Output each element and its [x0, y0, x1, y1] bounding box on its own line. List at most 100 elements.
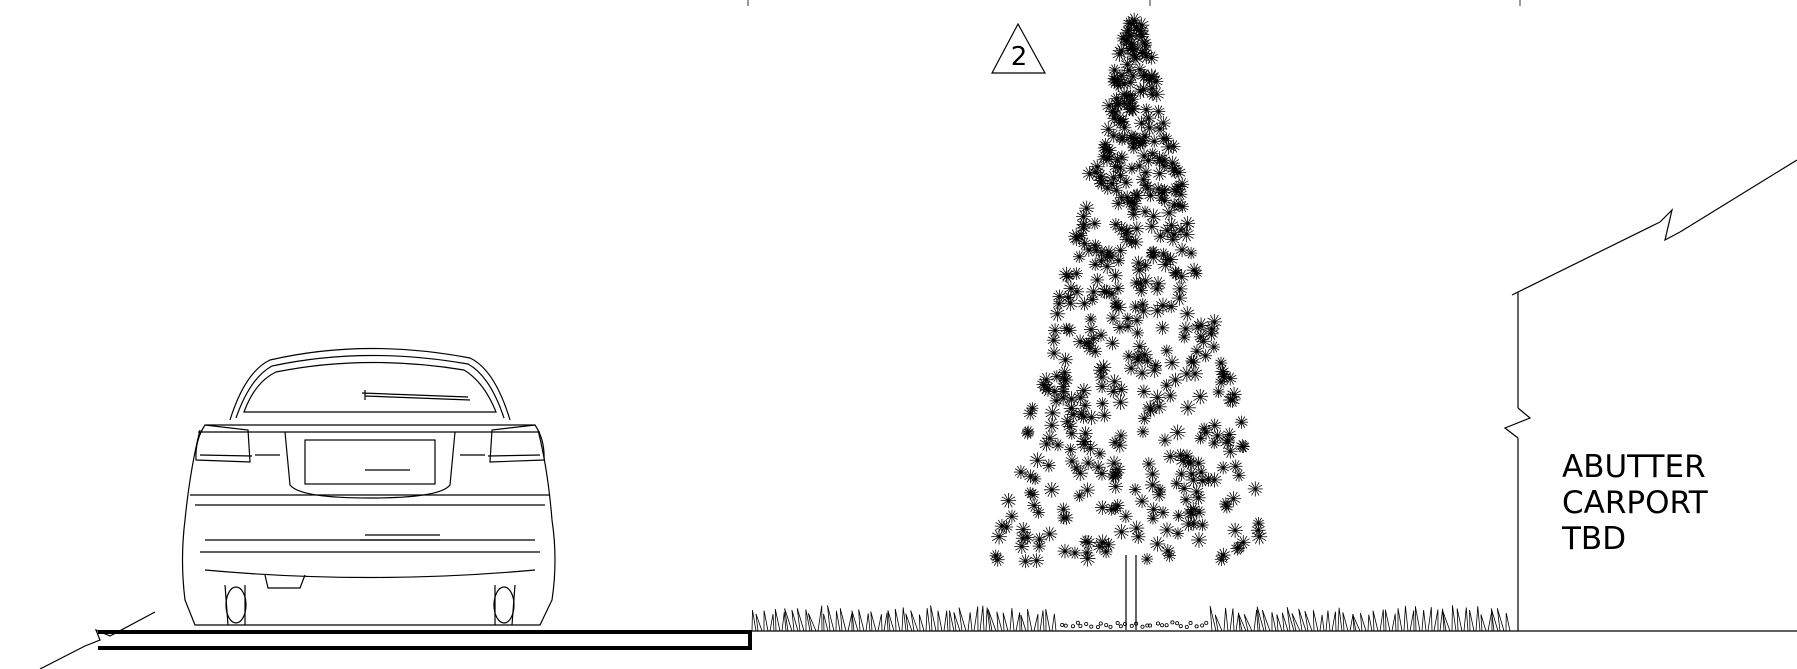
- foliage-star: [1136, 425, 1150, 439]
- foliage-star: [1094, 328, 1108, 342]
- foliage-star: [1156, 506, 1170, 519]
- foliage-star: [1163, 449, 1178, 464]
- foliage-star: [1215, 364, 1230, 379]
- foliage-star: [1155, 320, 1170, 335]
- grass-tuft: [1235, 612, 1241, 632]
- foliage-star: [1130, 314, 1144, 327]
- foliage-star: [1124, 129, 1140, 146]
- grass-tuft: [1276, 614, 1283, 632]
- grass-tuft: [1456, 608, 1463, 632]
- foliage-star: [1179, 493, 1193, 507]
- grass-tuft: [953, 612, 961, 632]
- foliage-star: [1032, 539, 1046, 553]
- grass-tuft: [1463, 607, 1469, 632]
- foliage-star: [1133, 63, 1147, 77]
- foliage-star: [1180, 399, 1196, 416]
- foliage-star: [1247, 481, 1263, 497]
- foliage-star: [1033, 532, 1047, 546]
- grass-tuft: [1033, 614, 1039, 632]
- foliage-star: [1096, 397, 1109, 410]
- foliage-star: [1250, 522, 1266, 538]
- groundcover-dot: [1160, 623, 1165, 628]
- foliage-star: [1159, 522, 1175, 538]
- grass-tuft: [1490, 608, 1499, 632]
- grass-tuft: [943, 610, 949, 632]
- foliage-star: [1136, 298, 1149, 311]
- groundcover-dot: [1175, 621, 1180, 626]
- grass-tuft: [858, 609, 865, 632]
- grass-tuft: [1451, 605, 1457, 632]
- foliage-star: [1127, 202, 1141, 216]
- foliage-star: [1136, 384, 1151, 399]
- grass-tuft: [910, 610, 919, 632]
- foliage-star: [1206, 472, 1223, 488]
- grass-tuft: [817, 605, 823, 632]
- foliage-star: [1214, 375, 1228, 389]
- foliage-star: [1129, 189, 1143, 203]
- grass-tuft: [937, 610, 943, 632]
- foliage-star: [1122, 16, 1136, 30]
- grass-tuft: [949, 610, 955, 632]
- foliage-star: [1058, 266, 1075, 283]
- foliage-star: [1145, 466, 1160, 482]
- foliage-star: [1095, 359, 1112, 376]
- foliage-star: [1131, 255, 1147, 271]
- foliage-star: [1094, 254, 1108, 268]
- foliage-star: [1129, 520, 1145, 536]
- foliage-star: [1100, 121, 1116, 137]
- foliage-star: [1104, 176, 1120, 191]
- foliage-star: [1070, 267, 1083, 280]
- foliage-star: [1076, 433, 1093, 450]
- groundcover-dot: [1194, 624, 1199, 629]
- foliage-star: [1093, 362, 1109, 378]
- grass-tuft: [865, 613, 871, 632]
- foliage-star: [1170, 477, 1183, 490]
- foliage-star: [1106, 384, 1120, 399]
- groundcover-dot: [1075, 620, 1080, 625]
- foliage-star: [1146, 362, 1163, 378]
- foliage-star: [1108, 63, 1121, 77]
- grass-tuft: [1015, 612, 1021, 632]
- grass-tuft: [1271, 612, 1277, 632]
- abutter-carport-outline: [1503, 159, 1797, 631]
- grass-tuft: [1304, 610, 1313, 632]
- foliage-star: [1059, 510, 1074, 525]
- ground-line: [39, 611, 1797, 669]
- foliage-star: [1062, 323, 1077, 338]
- foliage-star: [1133, 159, 1146, 173]
- foliage-star: [1126, 69, 1140, 83]
- foliage-star: [1177, 482, 1191, 495]
- foliage-star: [1172, 509, 1185, 522]
- foliage-star: [1145, 208, 1162, 225]
- foliage-star: [1088, 217, 1102, 230]
- grass-tuft: [847, 613, 853, 632]
- grass-tuft: [781, 612, 787, 632]
- foliage-star: [1143, 188, 1158, 203]
- foliage-star: [1093, 447, 1106, 460]
- grass-tuft: [996, 611, 1003, 632]
- foliage-star: [1119, 509, 1133, 524]
- foliage-star: [1105, 336, 1120, 351]
- foliage-star: [1119, 56, 1136, 72]
- foliage-star: [1178, 365, 1195, 382]
- grass-tuft: [796, 608, 805, 632]
- grass-tuft: [930, 605, 937, 632]
- grass-tuft: [808, 613, 817, 632]
- grass-tuft: [1487, 610, 1493, 632]
- foliage-star: [1163, 389, 1178, 403]
- grass-tuft: [1045, 609, 1051, 632]
- foliage-star: [1176, 200, 1189, 213]
- foliage-star: [1191, 532, 1207, 548]
- foliage-star: [1101, 245, 1116, 260]
- foliage-star: [1029, 452, 1046, 469]
- foliage-star: [1018, 554, 1033, 569]
- foliage-star: [1099, 284, 1114, 300]
- foliage-star: [1068, 546, 1082, 560]
- grass-tuft: [784, 608, 793, 632]
- foliage-star: [1113, 524, 1130, 540]
- grass-tuft: [1312, 610, 1319, 632]
- foliage-star: [1171, 290, 1188, 306]
- groundcover-dot: [1129, 623, 1134, 628]
- foliage-star: [1168, 265, 1183, 280]
